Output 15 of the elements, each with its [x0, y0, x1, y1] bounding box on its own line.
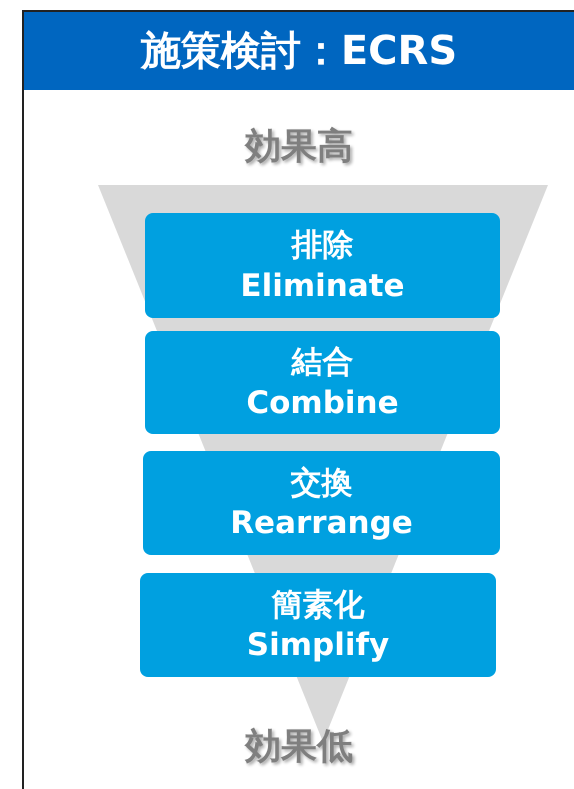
step-box: [145, 213, 500, 318]
step-text: Simplify: [246, 626, 390, 665]
step-box: [143, 451, 500, 555]
step-text: 交換: [290, 464, 352, 503]
step-box: [145, 331, 500, 434]
step-text: 簡素化: [272, 586, 364, 625]
step-text: Combine: [246, 384, 399, 422]
effect-label: 効果低: [245, 725, 353, 769]
step-text: Eliminate: [240, 266, 405, 306]
step-text: 排除: [292, 226, 354, 266]
step-text: 結合: [292, 343, 354, 382]
title: 施策検討：ECRS: [140, 27, 458, 76]
effect-label: 効果高: [245, 125, 353, 169]
step-text: Rearrange: [230, 504, 413, 543]
step-box: [140, 573, 496, 677]
